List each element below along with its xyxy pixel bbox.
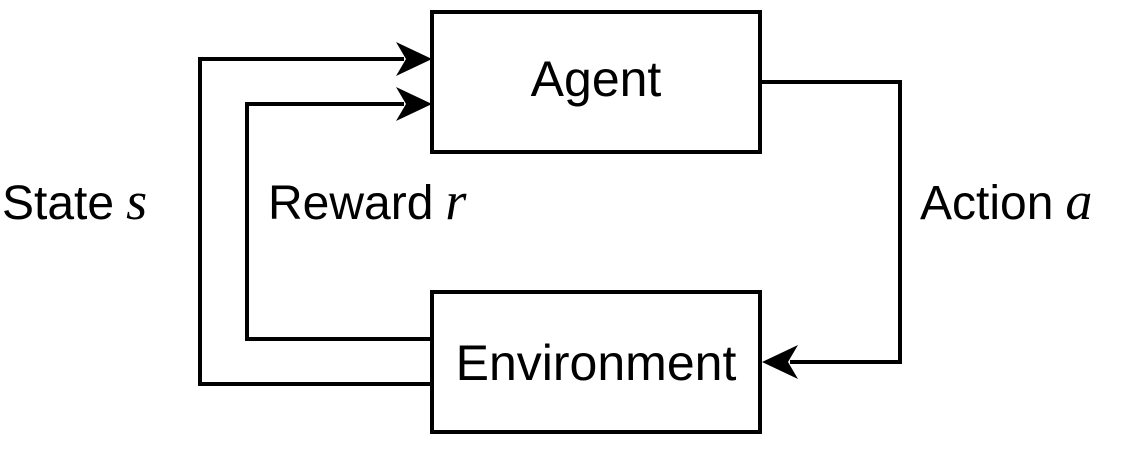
reward-symbol: r (445, 171, 467, 231)
action-label-text: Action (920, 177, 1053, 230)
agent-label: Agent (531, 51, 662, 107)
environment-node: Environment (430, 290, 762, 434)
reward-edge (245, 87, 432, 341)
reward-label-text: Reward (268, 177, 433, 230)
agent-node: Agent (430, 10, 762, 154)
action-edge (760, 80, 902, 379)
environment-label: Environment (456, 335, 737, 391)
action-connector (760, 80, 902, 364)
action-symbol: a (1065, 171, 1092, 231)
state-label-text: State (2, 177, 114, 230)
reward-connector (245, 102, 432, 341)
environment-box (430, 290, 762, 434)
state-symbol: s (126, 171, 147, 231)
action-arrowhead (762, 345, 798, 379)
state-connector (198, 57, 432, 386)
agent-box (430, 10, 762, 154)
state-arrowhead (396, 42, 432, 76)
state-edge (198, 42, 432, 386)
reward-arrowhead (396, 87, 432, 121)
